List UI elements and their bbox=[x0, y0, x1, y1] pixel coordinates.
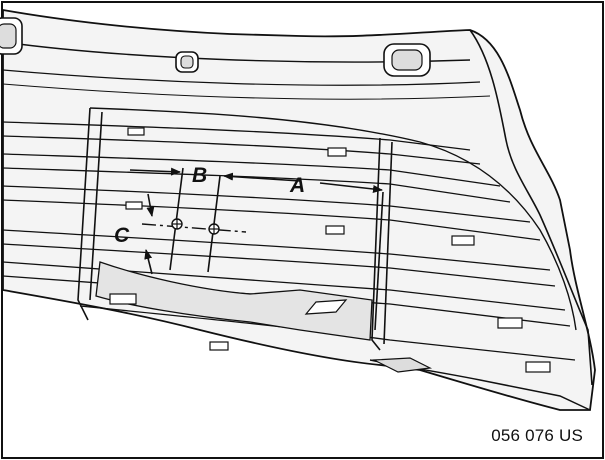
grille-insert-frame bbox=[77, 107, 393, 351]
dimension-b-arrow-left bbox=[129, 167, 181, 176]
mounting-hole-left bbox=[0, 17, 23, 55]
lower-panel bbox=[95, 261, 373, 341]
mounting-hole-right bbox=[383, 43, 431, 77]
housing-right-edge bbox=[469, 29, 593, 386]
housing-inner-edge bbox=[89, 107, 577, 331]
reference-line-3 bbox=[374, 191, 384, 331]
measurement-point-2 bbox=[208, 223, 220, 235]
dimension-c-arrow-down bbox=[146, 193, 155, 217]
horizontal-center-line bbox=[141, 223, 247, 233]
label-c: C bbox=[114, 224, 130, 247]
dimension-a-arrow-right bbox=[319, 182, 383, 193]
dimension-a-arrow-left bbox=[223, 172, 301, 182]
label-a: A bbox=[289, 174, 305, 197]
lower-panel-tab bbox=[304, 299, 348, 315]
figure-code: 056 076 US bbox=[491, 426, 583, 445]
upper-ridge-2 bbox=[2, 69, 481, 86]
upper-ridge-3 bbox=[2, 83, 491, 100]
mounting-hole-center bbox=[175, 51, 199, 73]
lower-foot bbox=[371, 357, 433, 373]
dimension-c-arrow-up bbox=[144, 249, 153, 275]
measurement-point-1 bbox=[171, 218, 183, 230]
label-b: B bbox=[192, 164, 207, 187]
retaining-clips bbox=[109, 127, 551, 373]
